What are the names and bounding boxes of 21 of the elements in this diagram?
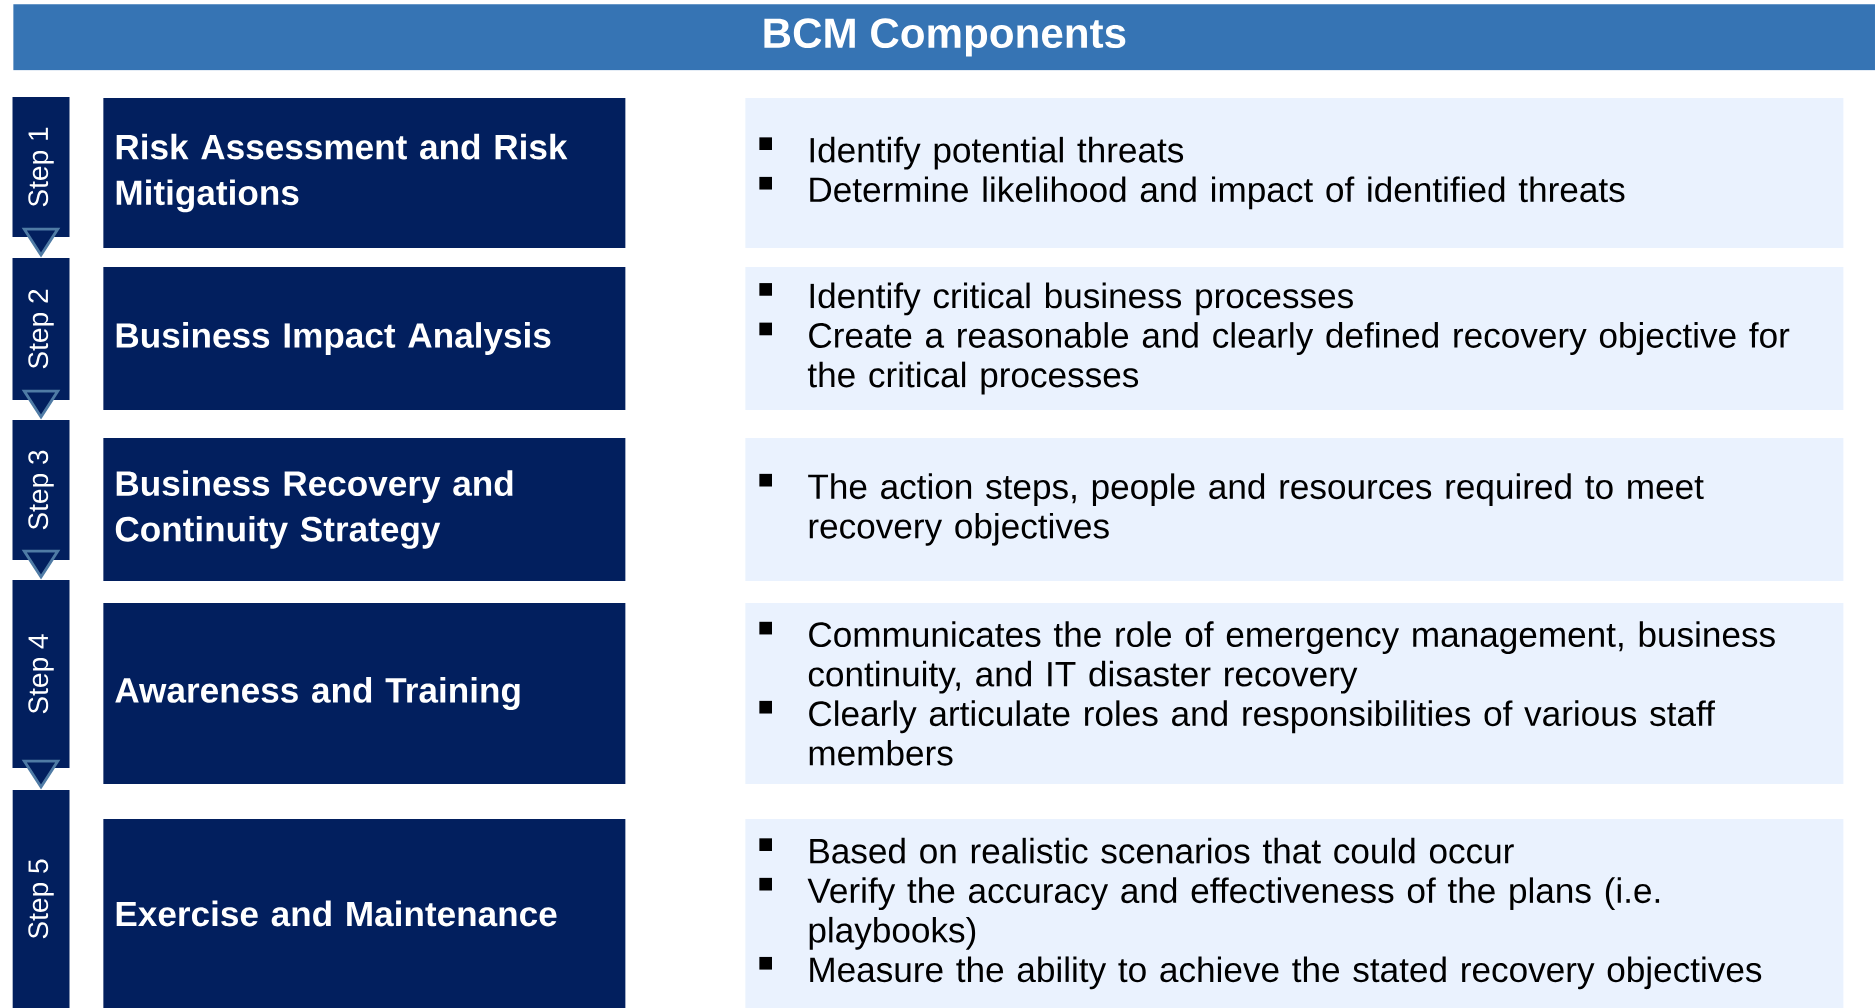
- bullet-text: Identify potential threats: [810, 136, 1184, 170]
- bullet-text: Measure the ability to achieve the stated recovery objectives: [810, 956, 1762, 990]
- bullet-text: Based on realistic scenarios that could occur: [810, 837, 1514, 864]
- title-bar: BCM Components: [13, 4, 1875, 71]
- bullet-text: Identify critical business processes: [810, 282, 1353, 316]
- bullet-text: The action steps, people and resources required to meet recovery objectives: [808, 473, 1704, 546]
- description-box: [745, 819, 1844, 1008]
- bullet-text: Determine likelihood and impact of identified threats: [810, 176, 1625, 210]
- description-box: [745, 267, 1844, 410]
- component-box: Exercise and Maintenance: [103, 819, 626, 1008]
- bullet-text: Clearly articulate roles and responsibilities of various staff members: [809, 700, 1715, 766]
- bullet-text: Verify the accuracy and effectiveness of the plans (i.e. playbooks): [807, 877, 1660, 950]
- description-box: [745, 98, 1844, 248]
- component-box: Risk Assessment and Risk Mitigations: [103, 98, 626, 248]
- description-box: [745, 438, 1844, 581]
- bullet-text: Communicates the role of emergency management, business continuity, and IT disaster recovery: [808, 621, 1775, 694]
- bullet-text: Create a reasonable and clearly defined recovery objective for the critical processes: [807, 322, 1790, 395]
- description-box: [745, 603, 1844, 784]
- component-box: Business Recovery and Continuity Strategy: [103, 438, 626, 581]
- component-box: Awareness and Training: [103, 603, 626, 784]
- component-box: Business Impact Analysis: [103, 267, 626, 410]
